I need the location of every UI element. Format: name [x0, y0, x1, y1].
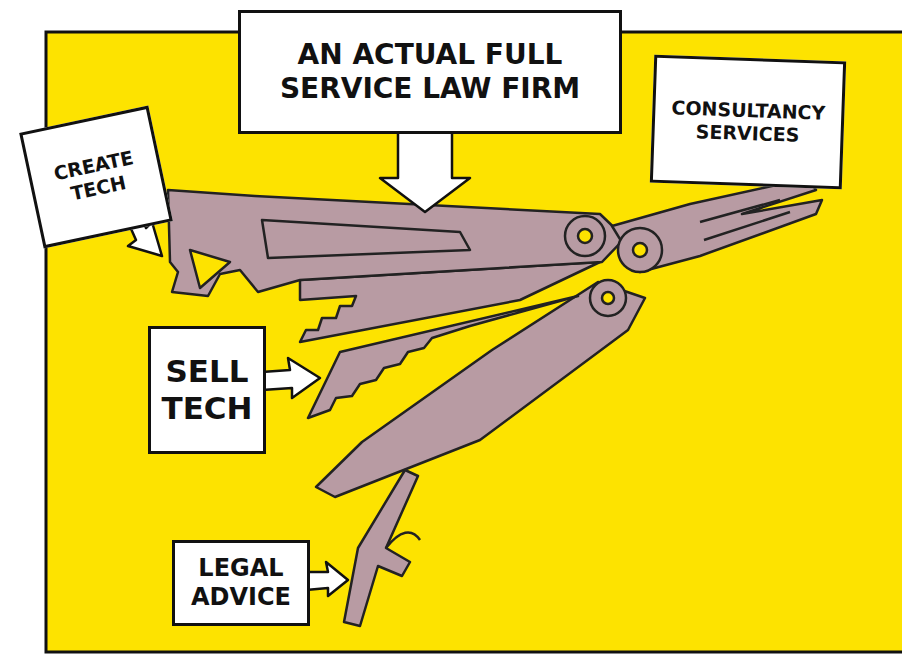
- text-group: SELL TECH: [161, 353, 253, 427]
- pivot-hole: [602, 292, 614, 304]
- callout-text: LEGAL ADVICE: [185, 554, 297, 612]
- small-tool: [344, 470, 418, 626]
- hammer-hole: [190, 250, 230, 288]
- plier-jaws: [612, 178, 822, 272]
- pivot: [590, 280, 626, 316]
- text-group: CONSULTANCY SERVICES: [664, 96, 831, 147]
- text-group: CREATE TECH: [39, 144, 152, 211]
- pointer-arrows: [128, 130, 470, 596]
- block-arrow: [380, 130, 470, 212]
- pivot: [565, 216, 605, 256]
- block-arrow: [262, 358, 320, 398]
- callout-text: AN ACTUAL FULL SERVICE LAW FIRM: [251, 38, 609, 105]
- multitool: [168, 178, 822, 626]
- callout-text: CONSULTANCY SERVICES: [664, 96, 831, 147]
- pivot-hole: [578, 229, 592, 243]
- text-group: LEGAL ADVICE: [185, 554, 297, 612]
- pivot-hole: [633, 243, 647, 257]
- callout-box: LEGAL ADVICE: [172, 540, 310, 626]
- callout-text: SELL TECH: [161, 353, 253, 427]
- title-box: AN ACTUAL FULL SERVICE LAW FIRM: [238, 10, 622, 134]
- tool-hook: [386, 532, 420, 548]
- callout-text: CREATE TECH: [39, 144, 152, 211]
- callout-box: CONSULTANCY SERVICES: [650, 55, 846, 190]
- pivot: [618, 228, 662, 272]
- jaw-teeth: [700, 200, 790, 240]
- handle-groove: [262, 220, 470, 258]
- block-arrow: [306, 562, 348, 596]
- callout-box: SELL TECH: [148, 326, 266, 454]
- text-group: AN ACTUAL FULL SERVICE LAW FIRM: [251, 38, 609, 105]
- top-handle: [168, 190, 625, 296]
